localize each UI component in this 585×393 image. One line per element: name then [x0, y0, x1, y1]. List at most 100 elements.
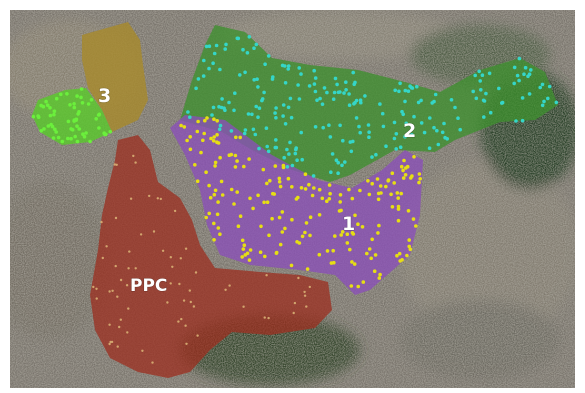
zone-2-point	[398, 81, 402, 86]
zone-1-point	[278, 242, 283, 247]
zone-3-point	[65, 92, 69, 96]
zone-1-point	[259, 224, 263, 229]
zone-3-point	[60, 139, 65, 144]
zone-2-label: 2	[403, 120, 416, 142]
zone-3-point	[42, 127, 46, 131]
zone-2-point	[286, 105, 291, 110]
zone-2-point	[515, 73, 520, 78]
zone-2-point	[347, 92, 351, 96]
zone-2-point	[343, 160, 347, 164]
zone-3-point	[69, 136, 73, 141]
zone-2-point	[233, 91, 237, 95]
zone-3-label: 3	[98, 85, 111, 107]
zone-1-point	[179, 123, 183, 128]
zone-1-point	[401, 176, 406, 180]
zone-2-point	[253, 132, 258, 137]
zone-3-point	[52, 109, 57, 113]
zone-1-point	[215, 140, 219, 144]
zone-1-point	[277, 176, 282, 181]
zone-2-point	[380, 111, 385, 116]
zone-2-point	[432, 125, 436, 130]
zone-1-point	[338, 193, 343, 197]
zone-1-point	[241, 247, 246, 251]
zone-2-point	[338, 90, 342, 94]
zone-1-point	[195, 179, 200, 183]
ppc-point	[305, 305, 308, 308]
ppc-point	[159, 197, 162, 201]
zone-1-point	[395, 253, 399, 258]
zone-2-point	[223, 47, 227, 51]
zone-3-west-area[interactable]	[32, 88, 112, 145]
ppc-point	[303, 290, 306, 294]
zone-2-point	[214, 43, 219, 48]
zone-1-point	[414, 224, 418, 228]
zone-1-point	[339, 233, 344, 237]
zone-3-area[interactable]	[82, 22, 148, 132]
zone-2-point	[297, 66, 302, 70]
zone-2-point	[378, 102, 382, 106]
zone-2-point	[222, 106, 226, 110]
ppc-point	[196, 334, 199, 337]
zone-2-point	[512, 65, 517, 70]
zone-3-point	[75, 139, 80, 144]
zone-2-area[interactable]	[180, 25, 558, 182]
zone-1-point	[347, 187, 351, 192]
zone-2-point	[212, 51, 217, 56]
zone-2-point	[289, 115, 294, 120]
zone-1-area[interactable]	[170, 115, 423, 295]
zone-2-point	[419, 98, 423, 103]
zone-2-point	[264, 126, 269, 130]
zone-2-point	[274, 106, 278, 110]
zone-1-point	[204, 215, 208, 220]
zone-1-point	[384, 184, 388, 189]
zone-2-point	[254, 104, 258, 109]
zone-1-point	[402, 158, 406, 163]
zone-2-point	[283, 122, 288, 126]
zone-1-point	[417, 172, 422, 176]
zone-1-point	[212, 135, 216, 139]
ppc-point	[166, 301, 169, 304]
zone-2-point	[517, 78, 521, 83]
zone-2-point	[419, 121, 424, 125]
zone-3-point	[54, 130, 58, 134]
zone-2-point	[299, 72, 303, 76]
zone-1-point	[373, 253, 378, 257]
zone-3-point	[79, 95, 83, 100]
zone-1-point	[372, 269, 377, 274]
ppc-point	[134, 161, 137, 164]
zone-1-point	[392, 181, 397, 185]
ppc-point	[148, 194, 151, 198]
ppc-point	[108, 342, 111, 346]
zone-2-point	[332, 90, 337, 95]
zone-1-point	[396, 207, 401, 211]
ppc-point	[188, 289, 191, 292]
ppc-area[interactable]	[90, 135, 332, 378]
zone-1-point	[376, 231, 380, 235]
ppc-point	[128, 250, 131, 253]
zone-2-point	[217, 105, 221, 109]
zone-2-point	[458, 127, 463, 132]
zone-1-point	[406, 209, 411, 213]
zone-3-point	[49, 122, 53, 127]
satellite-map: 3 2 1 PPC	[10, 10, 575, 388]
zone-1-point	[273, 164, 278, 168]
zone-1-point	[399, 191, 404, 196]
zone-2-point	[262, 90, 266, 95]
zone-3-point	[89, 98, 94, 102]
zone-2-point	[435, 128, 439, 133]
zone-3-point	[59, 92, 63, 97]
zone-1-point	[233, 153, 238, 158]
zone-1-point	[411, 217, 416, 221]
zone-2-point	[344, 80, 348, 84]
zone-2-point	[274, 145, 279, 150]
zone-1-point	[356, 284, 361, 289]
zone-1-point	[212, 117, 216, 121]
zone-2-point	[341, 138, 345, 143]
zone-2-point	[403, 135, 407, 139]
zone-1-point	[278, 184, 283, 189]
zone-3-point	[44, 99, 48, 104]
zone-2-point	[482, 115, 486, 119]
ppc-point	[189, 300, 192, 304]
zone-2-point	[440, 130, 445, 135]
zone-2-point	[523, 65, 528, 70]
